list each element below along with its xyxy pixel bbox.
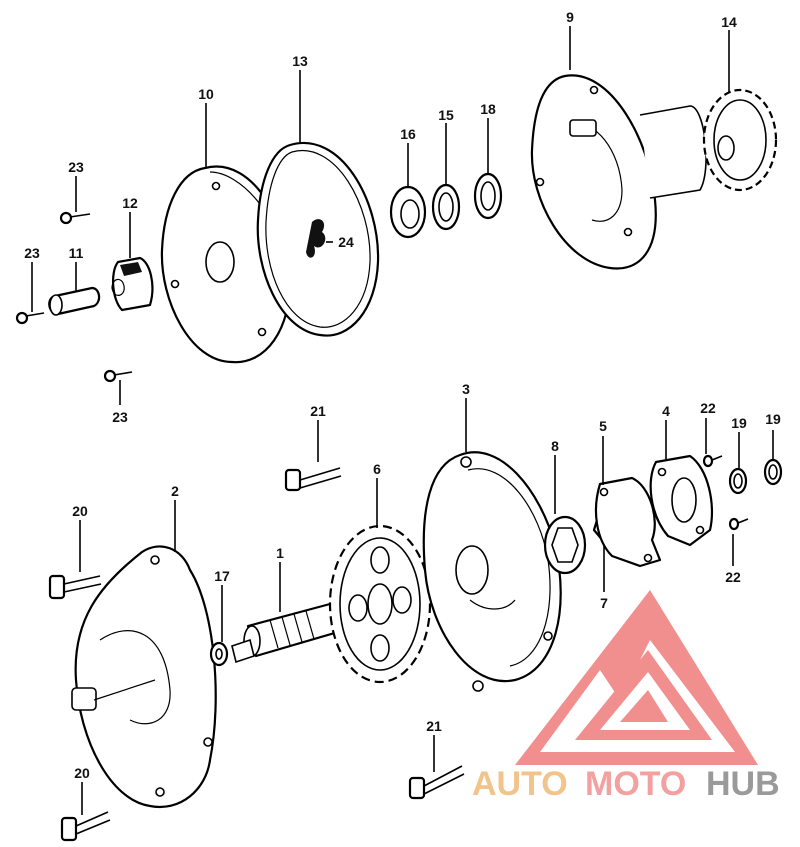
callout-19-right: 19 [765, 411, 781, 427]
callout-22-top: 22 [700, 400, 716, 416]
part-2-housing [71, 545, 217, 809]
part-23-screw-a [59, 211, 91, 225]
part-12-body [111, 256, 154, 312]
part-23-screw-c [103, 369, 133, 383]
callout-13: 13 [292, 53, 308, 69]
callout-19-left: 19 [731, 415, 747, 431]
callout-12: 12 [122, 195, 138, 211]
callout-18: 18 [480, 101, 496, 117]
callout-23-left: 23 [24, 245, 40, 261]
callout-2: 2 [171, 483, 179, 499]
callout-15: 15 [438, 107, 454, 123]
callout-11: 11 [69, 245, 84, 261]
part-1-shaft [231, 602, 340, 664]
callout-8: 8 [551, 438, 559, 454]
callout-20-top: 20 [72, 503, 88, 519]
callout-17: 17 [214, 568, 230, 584]
callout-23-bottom: 23 [112, 409, 128, 425]
part-15-washer [431, 183, 461, 231]
part-21-bolt-a [284, 467, 342, 492]
watermark-text-auto: AUTO [472, 765, 568, 803]
part-6-gear [328, 524, 432, 684]
watermark-text-hub: HUB [706, 765, 780, 803]
callout-7: 7 [600, 595, 608, 611]
part-22-screw-a [702, 454, 723, 468]
part-18-washer [473, 172, 503, 220]
part-17-washer [209, 641, 229, 667]
part-22-screw-b [728, 517, 749, 531]
callout-9: 9 [566, 9, 574, 25]
callout-14: 14 [721, 14, 737, 30]
part-19-o-ring-b [763, 458, 783, 486]
part-14-gear [702, 88, 778, 192]
leader-lines [31, 26, 774, 815]
callout-1: 1 [276, 545, 284, 561]
callout-6: 6 [373, 461, 381, 477]
watermark-logo [515, 590, 758, 765]
callout-20-bottom: 20 [74, 765, 90, 781]
part-16-oil-seal [389, 185, 427, 239]
callout-21-bottom: 21 [426, 718, 442, 734]
part-21-bolt-b [408, 765, 465, 800]
part-9-housing [530, 74, 707, 270]
part-3-cover [422, 451, 562, 692]
part-23-screw-b [15, 311, 45, 325]
watermark-text-moto: MOTO [585, 765, 686, 803]
part-13-gasket [256, 141, 380, 337]
part-4-plate [649, 454, 714, 547]
callout-21-top: 21 [310, 403, 326, 419]
callout-3: 3 [462, 381, 470, 397]
callout-22-bottom: 22 [725, 569, 741, 585]
part-5-plate [594, 476, 662, 568]
callout-24: 24 [338, 234, 354, 250]
part-19-o-ring-a [728, 467, 748, 495]
callout-16: 16 [400, 126, 416, 142]
callout-10: 10 [198, 86, 214, 102]
callout-5: 5 [599, 418, 607, 434]
part-11-pin [48, 286, 101, 316]
callout-4: 4 [662, 403, 670, 419]
part-20-bolt-a [48, 574, 102, 600]
part-20-bolt-b [60, 811, 111, 842]
callout-labels: 10 13 16 15 18 9 14 12 11 23 23 23 24 21… [24, 9, 781, 781]
part-8-outer-rotor [543, 515, 587, 575]
callout-23-top: 23 [68, 159, 84, 175]
